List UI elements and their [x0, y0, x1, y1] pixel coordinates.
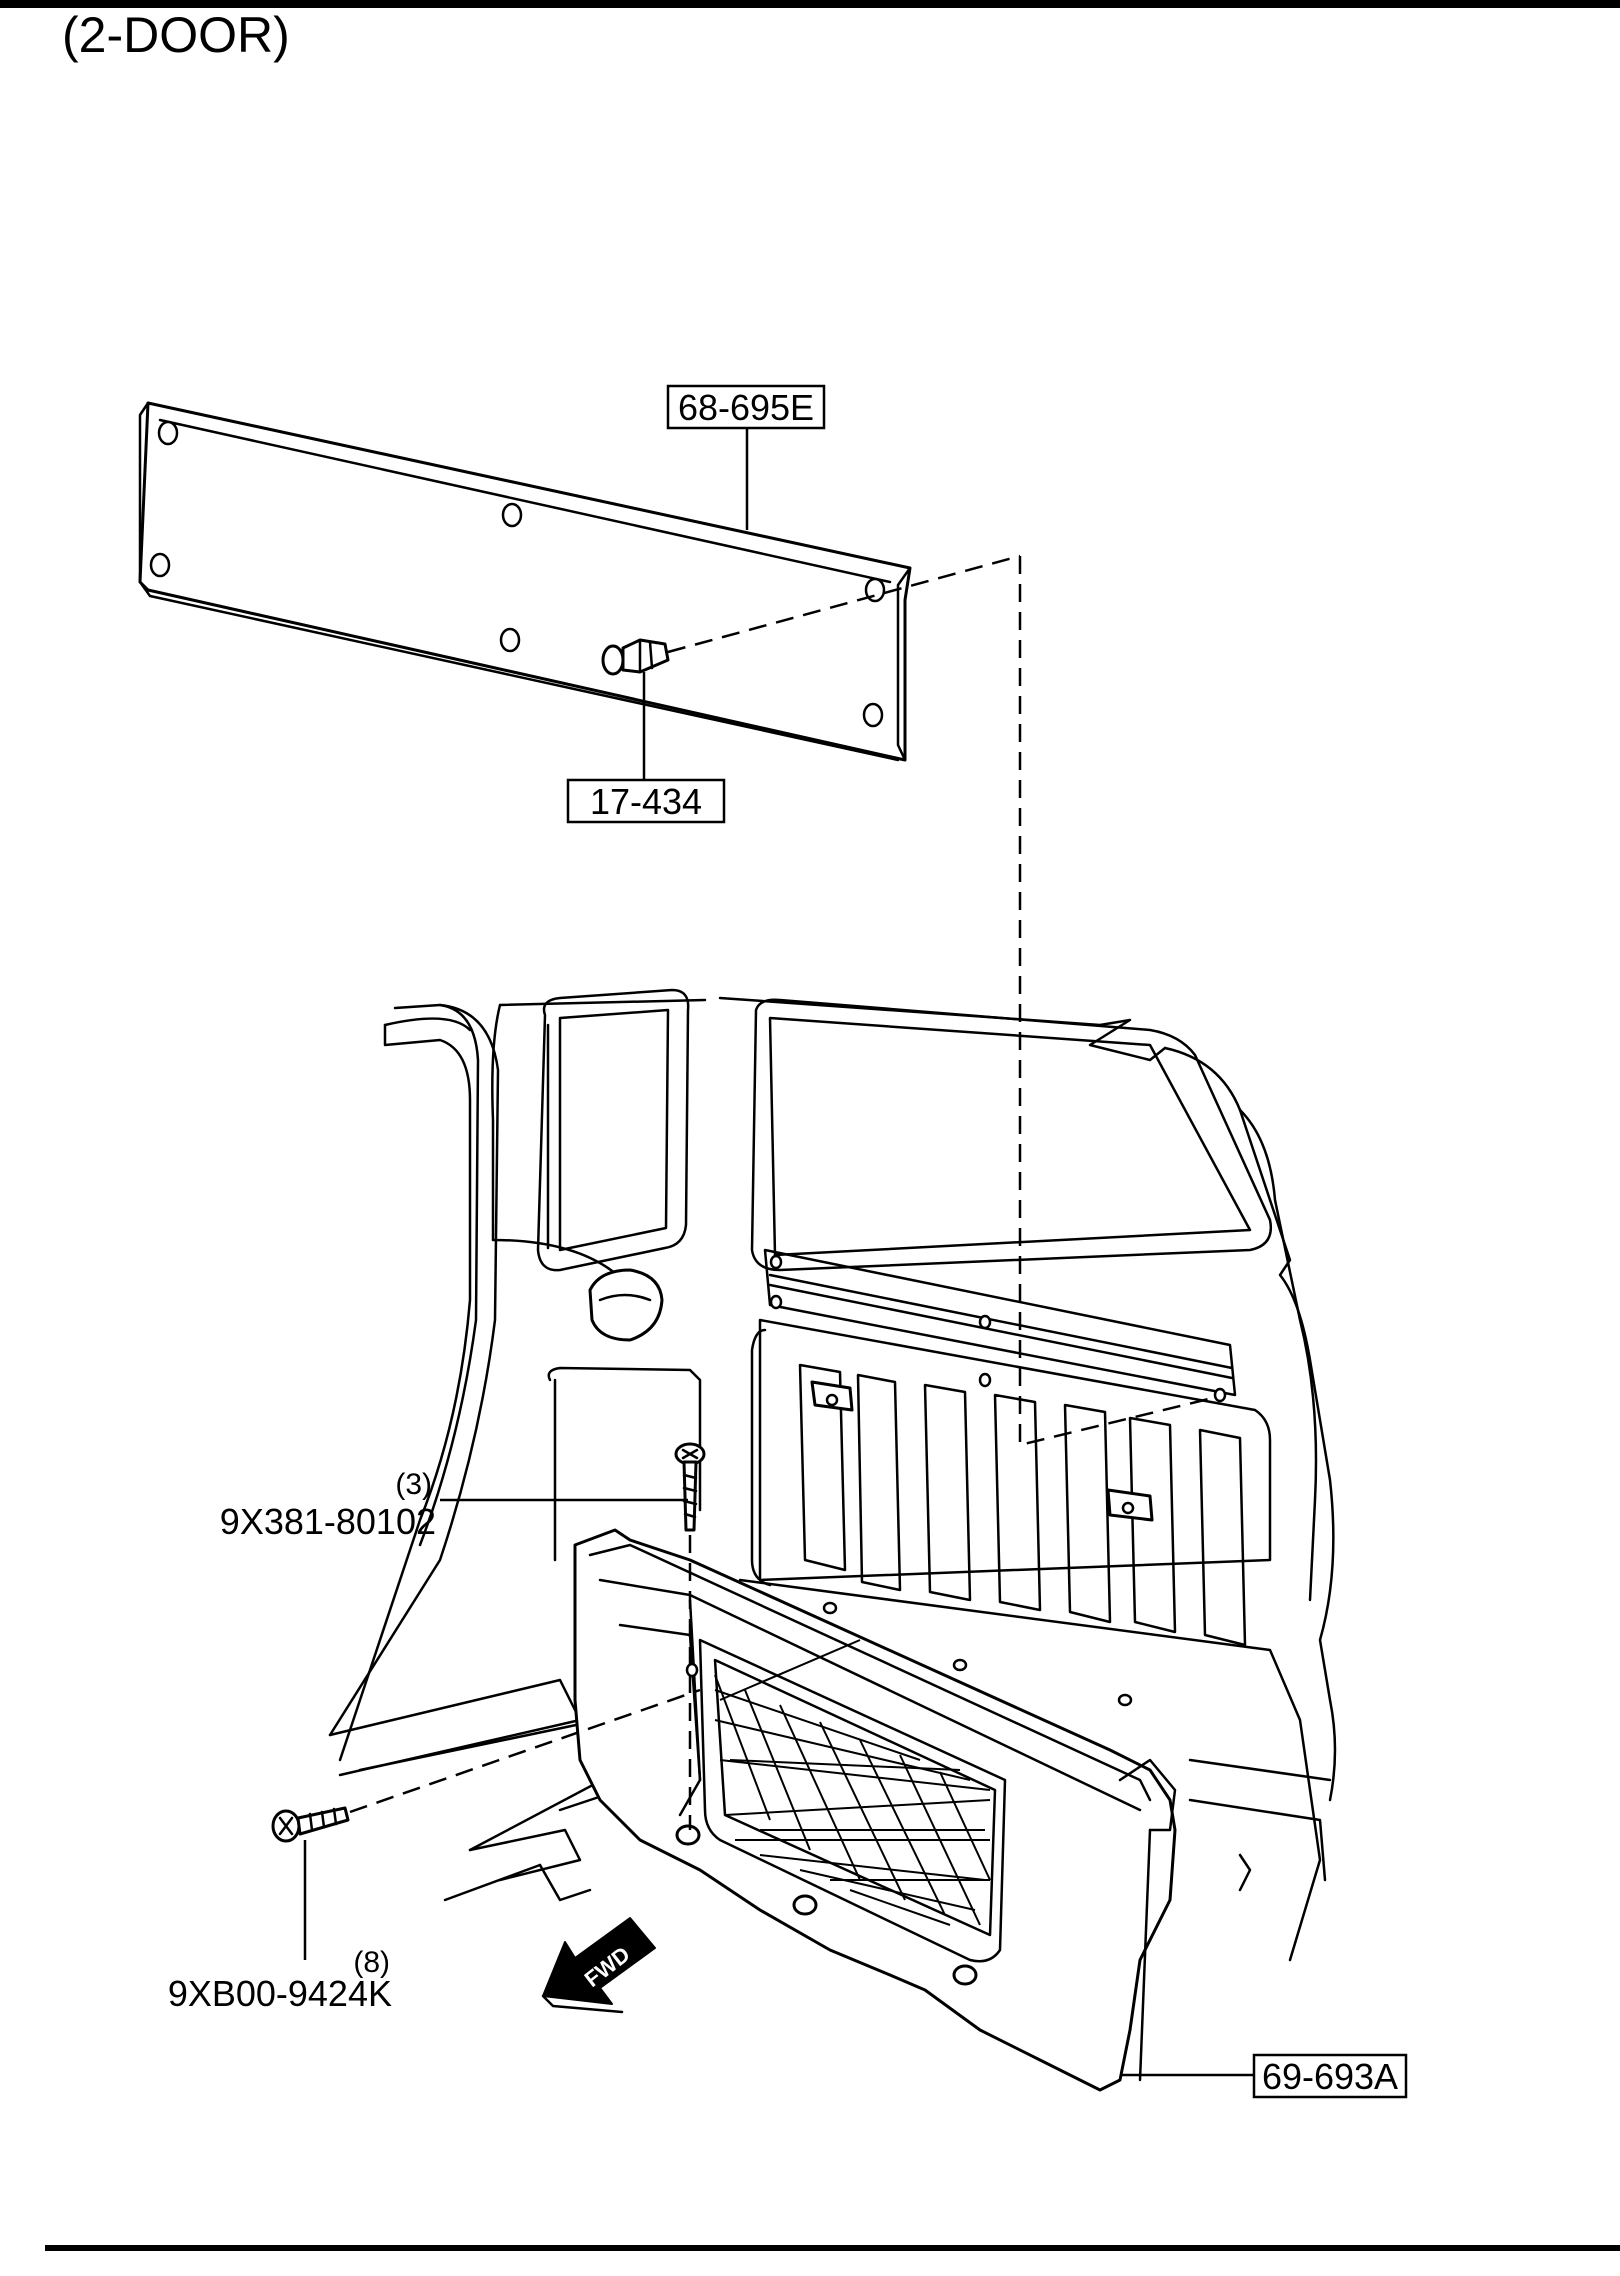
side-screw-part-number: 9X381-80102: [220, 1501, 436, 1542]
trim-clip-callout-box: [566, 778, 726, 824]
lower-screw: [271, 1806, 350, 1843]
trim-clip: [601, 638, 670, 676]
lower-trim-part-number: 69-693A: [1262, 2056, 1398, 2097]
lower-screw-alignment-line: [349, 1688, 701, 1814]
lower-trim-callout-box: [1252, 2053, 1408, 2099]
forward-direction-arrow: FWD: [541, 1917, 656, 2014]
upper-trim-callout-box: [666, 384, 826, 430]
cargo-net: [714, 1639, 991, 1926]
panel-alignment-line: [1018, 556, 1226, 1447]
lower-screw-part-number: 9XB00-9424K: [168, 1973, 392, 2014]
side-screw: [674, 1442, 706, 1532]
trim-clip-part-number: 17-434: [590, 781, 702, 822]
upper-trim-panel: [138, 401, 912, 762]
side-screw-quantity: (3): [395, 1468, 432, 1501]
clip-alignment-line: [667, 554, 1021, 654]
upper-trim-part-number: 68-695E: [678, 387, 814, 428]
bottom-rule: [45, 2245, 1620, 2251]
variant-heading: (2-DOOR): [62, 7, 290, 63]
top-rule: [0, 0, 1620, 8]
cab-interior: [328, 988, 1337, 1962]
lower-trim-panel: [573, 1528, 1177, 2092]
lower-screw-quantity: (8): [353, 1946, 390, 1979]
